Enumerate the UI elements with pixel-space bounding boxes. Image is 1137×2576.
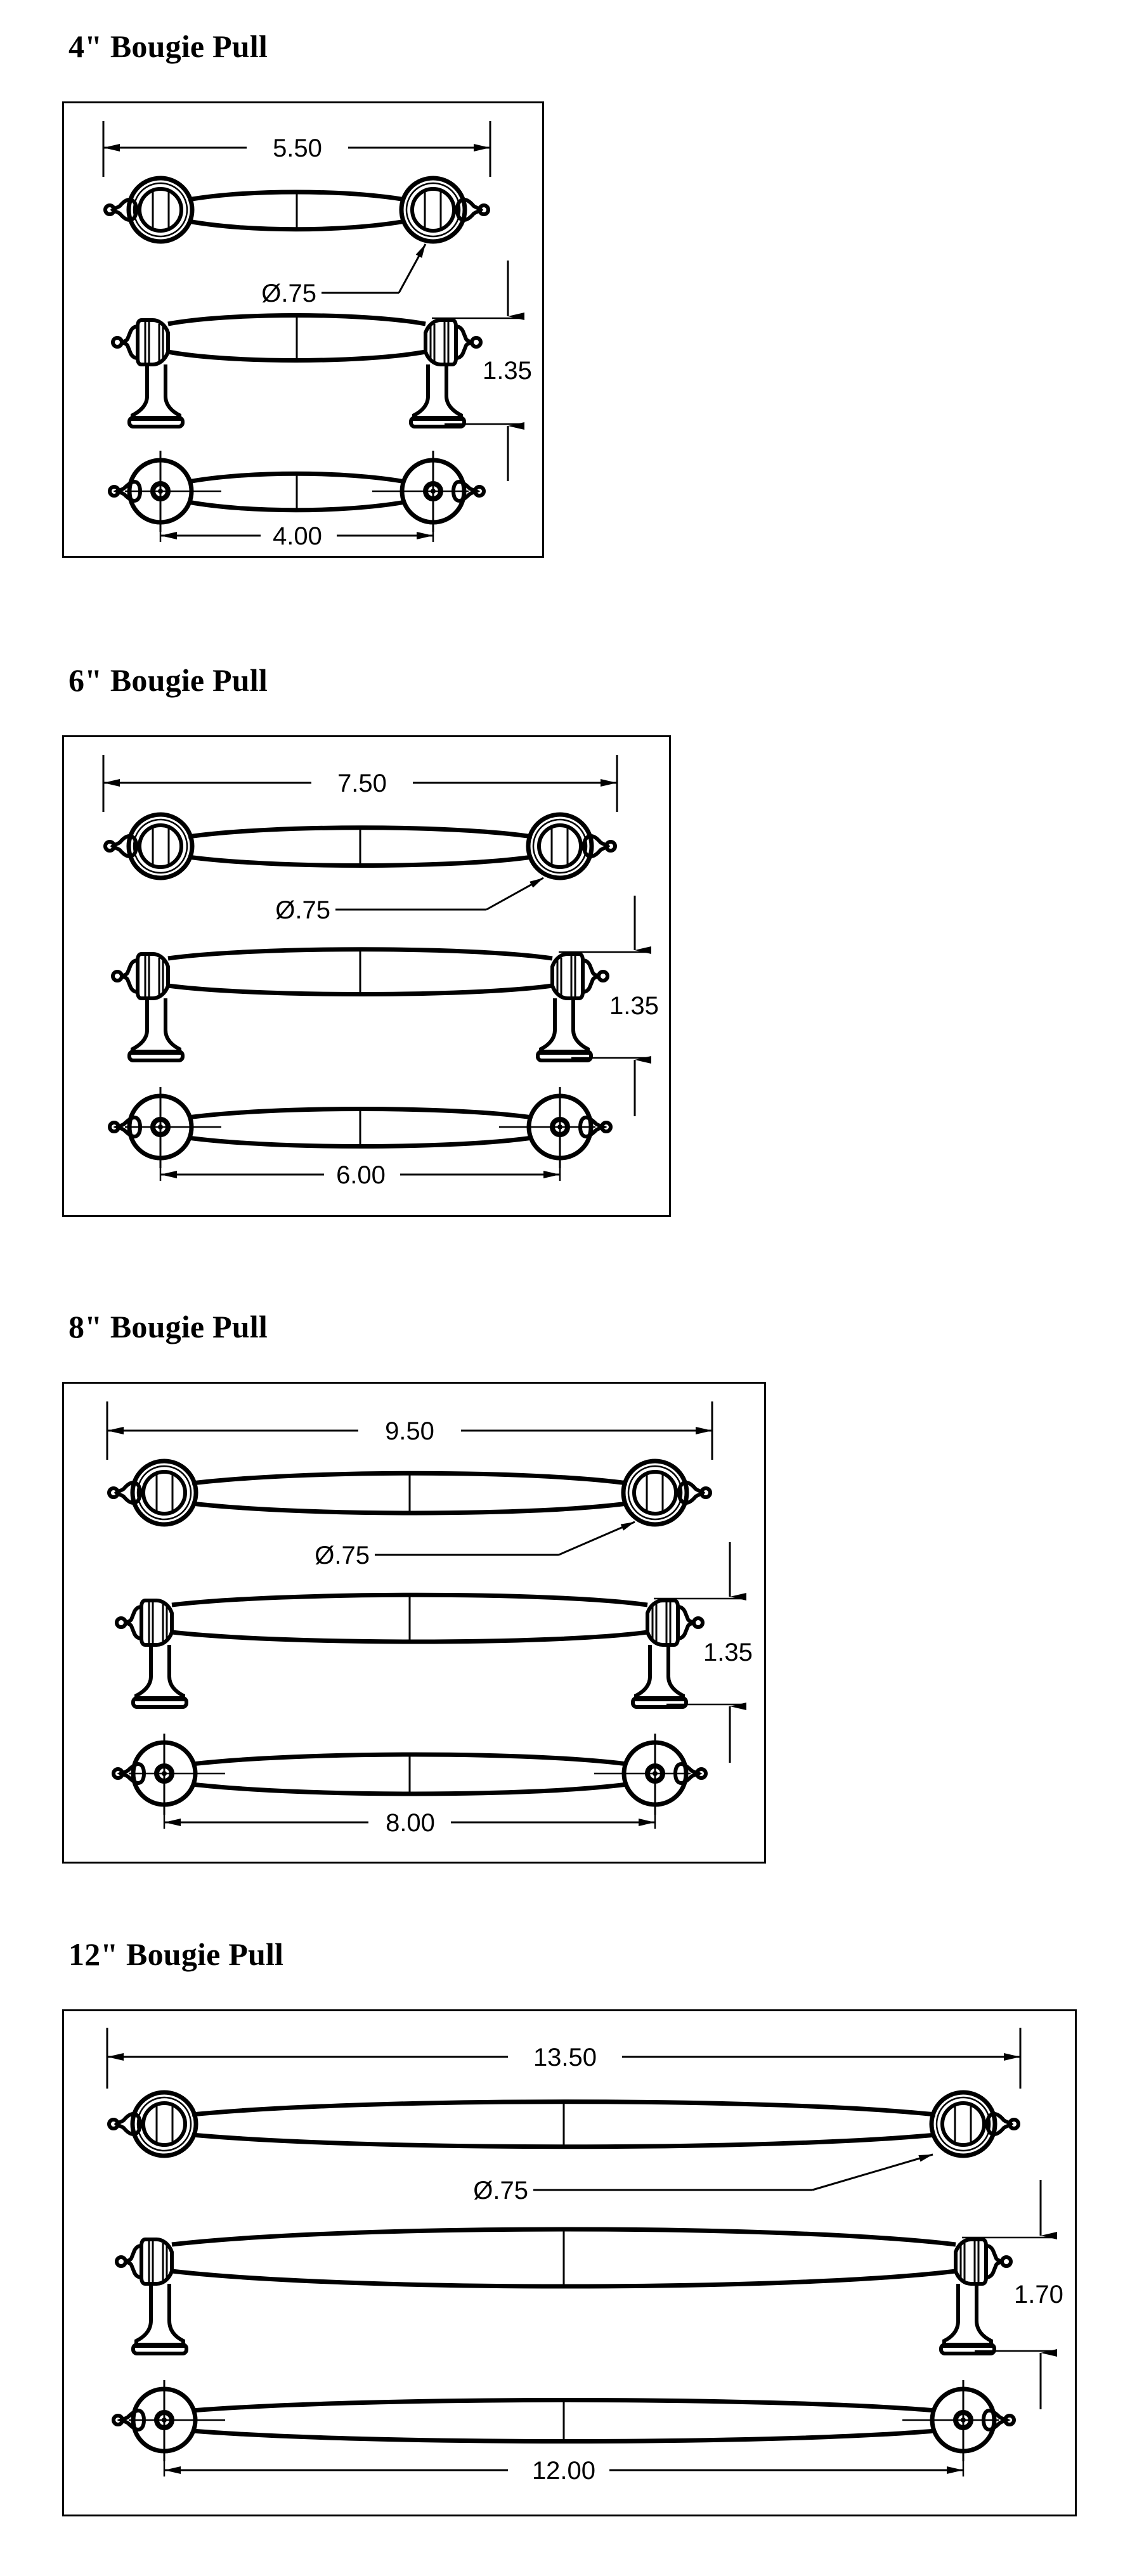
dimension-height: 1.35 bbox=[483, 357, 532, 385]
section-pull-12: 12" Bougie Pull bbox=[0, 1908, 1137, 2576]
leader-line bbox=[486, 877, 544, 911]
page-title-pull-4: 4" Bougie Pull bbox=[68, 29, 268, 64]
dimension-overall-length: 9.50 bbox=[385, 1417, 434, 1445]
view-top-pull-4 bbox=[103, 176, 490, 244]
dimension-height: 1.35 bbox=[609, 992, 659, 1020]
dimension-overall-length: 13.50 bbox=[533, 2044, 597, 2071]
view-top-pull-6 bbox=[103, 812, 617, 880]
view-plan-pull-12 bbox=[112, 2380, 1016, 2461]
view-side-pull-6 bbox=[111, 947, 609, 1062]
leader-line bbox=[812, 2153, 933, 2191]
dimension-center-to-center: 4.00 bbox=[273, 522, 322, 550]
dimension-diameter-callout: Ø.75 bbox=[473, 2177, 528, 2205]
drawing-pull-12: 13.50 bbox=[106, 2028, 1063, 2485]
leader-line bbox=[398, 243, 427, 293]
view-top-pull-8 bbox=[107, 1459, 712, 1527]
leader-line bbox=[558, 1521, 635, 1556]
dimension-center-to-center: 12.00 bbox=[532, 2457, 595, 2485]
view-side-pull-8 bbox=[115, 1592, 705, 1709]
section-pull-8: 8" Bougie Pull bbox=[0, 1280, 1137, 1895]
drawing-frame-pull-4: 5.50 bbox=[62, 101, 544, 558]
dimension-diameter-callout: Ø.75 bbox=[275, 896, 330, 924]
view-plan-pull-8 bbox=[112, 1734, 708, 1815]
page-title-pull-8: 8" Bougie Pull bbox=[68, 1309, 268, 1344]
dimension-diameter-callout: Ø.75 bbox=[315, 1542, 370, 1569]
drawing-pull-6: 7.50 bbox=[102, 755, 659, 1189]
dimension-diameter-callout: Ø.75 bbox=[261, 280, 316, 307]
view-side-pull-4 bbox=[111, 313, 483, 428]
dimension-overall-length: 5.50 bbox=[273, 134, 322, 162]
view-plan-pull-4 bbox=[108, 451, 486, 532]
page-title-pull-12: 12" Bougie Pull bbox=[68, 1936, 284, 1972]
dimension-overall-length: 7.50 bbox=[337, 770, 387, 797]
view-top-pull-12 bbox=[107, 2090, 1020, 2158]
drawing-pull-8: 9.50 bbox=[106, 1401, 753, 1837]
drawing-pull-4: 5.50 bbox=[102, 121, 532, 550]
dimension-height: 1.35 bbox=[703, 1639, 753, 1666]
drawing-frame-pull-8: 9.50 bbox=[62, 1382, 766, 1864]
page-title-pull-6: 6" Bougie Pull bbox=[68, 662, 268, 698]
dimension-center-to-center: 6.00 bbox=[336, 1161, 386, 1189]
dimension-height: 1.70 bbox=[1014, 2281, 1063, 2309]
view-plan-pull-6 bbox=[108, 1087, 613, 1168]
view-side-pull-12 bbox=[115, 2227, 1013, 2355]
section-pull-4: 4" Bougie Pull bbox=[0, 0, 1137, 577]
section-pull-6: 6" Bougie Pull bbox=[0, 634, 1137, 1236]
dimension-center-to-center: 8.00 bbox=[386, 1809, 435, 1837]
drawing-frame-pull-6: 7.50 bbox=[62, 735, 671, 1217]
drawing-frame-pull-12: 13.50 bbox=[62, 2009, 1077, 2516]
